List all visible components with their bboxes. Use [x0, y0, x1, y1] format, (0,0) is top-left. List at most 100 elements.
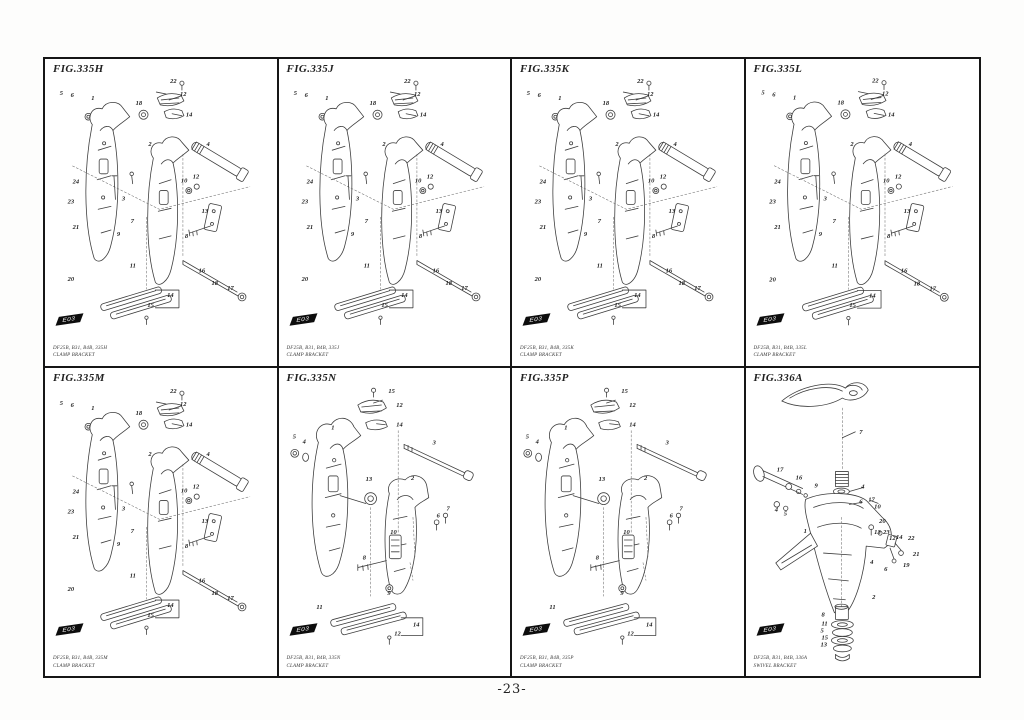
- svg-text:15: 15: [614, 302, 621, 309]
- svg-text:4: 4: [301, 438, 306, 445]
- catalog-grid-frame: FIG.335H: [43, 57, 981, 678]
- svg-text:11: 11: [831, 263, 837, 270]
- svg-text:21: 21: [773, 224, 781, 231]
- svg-text:20: 20: [67, 586, 75, 593]
- caption-models: DF25B, B31, B4B, 336A: [753, 656, 808, 661]
- figure-title: FIG.335N: [286, 371, 337, 384]
- svg-text:14: 14: [419, 112, 426, 119]
- figure-panel-335j: FIG.335J: [278, 59, 512, 368]
- stamp-label: E03: [296, 625, 310, 634]
- caption-models: DF25B, B31, B4B, 335J: [286, 345, 340, 351]
- svg-text:12: 12: [629, 401, 636, 408]
- svg-text:4: 4: [535, 438, 540, 445]
- svg-text:4: 4: [869, 558, 874, 565]
- caption-title: CLAMP BRACKET: [286, 663, 329, 669]
- svg-text:9: 9: [814, 482, 818, 489]
- svg-text:21: 21: [539, 224, 547, 231]
- svg-text:2: 2: [614, 141, 619, 148]
- stamp-label: E03: [529, 625, 544, 634]
- svg-text:24: 24: [72, 179, 80, 186]
- svg-text:1: 1: [91, 95, 94, 102]
- svg-text:21: 21: [911, 551, 919, 558]
- svg-text:24: 24: [305, 179, 313, 186]
- svg-text:3: 3: [431, 439, 436, 446]
- figure-panel-335p: FIG.335P: [512, 367, 746, 677]
- svg-text:12: 12: [180, 401, 187, 408]
- svg-text:12: 12: [193, 483, 200, 490]
- svg-text:4: 4: [860, 483, 865, 490]
- svg-text:16: 16: [199, 267, 206, 274]
- svg-text:8: 8: [596, 554, 600, 561]
- svg-text:1: 1: [331, 424, 334, 431]
- svg-text:10: 10: [874, 503, 881, 510]
- svg-text:14: 14: [653, 112, 660, 119]
- svg-text:3: 3: [354, 195, 359, 202]
- svg-text:18: 18: [678, 280, 685, 287]
- svg-text:1: 1: [793, 95, 796, 102]
- svg-text:12: 12: [889, 535, 896, 542]
- svg-text:1: 1: [803, 528, 806, 535]
- svg-text:7: 7: [598, 218, 602, 225]
- svg-text:1: 1: [558, 95, 561, 102]
- svg-text:20: 20: [67, 276, 75, 283]
- svg-text:19: 19: [902, 561, 909, 568]
- figure-caption: DF25B, B31, B4B, 335L CLAMP BRACKET: [754, 345, 807, 360]
- svg-text:14: 14: [887, 111, 894, 118]
- svg-text:20: 20: [534, 276, 542, 283]
- svg-text:17: 17: [694, 285, 701, 292]
- svg-text:13: 13: [599, 475, 606, 482]
- svg-text:11: 11: [130, 572, 136, 579]
- caption-title: CLAMP BRACKET: [520, 663, 562, 669]
- svg-text:23: 23: [300, 198, 308, 205]
- svg-text:12: 12: [180, 91, 187, 98]
- svg-text:14: 14: [634, 292, 641, 299]
- svg-text:4: 4: [206, 141, 211, 148]
- figure-title: FIG.335H: [53, 63, 104, 75]
- svg-text:18: 18: [913, 280, 920, 287]
- svg-text:7: 7: [131, 528, 135, 535]
- figure-panel-335l: FIG.335L: [745, 59, 979, 368]
- svg-text:23: 23: [67, 508, 75, 515]
- svg-text:18: 18: [837, 99, 844, 106]
- figure-caption: DF25B, B31, B4B, 336A SWIVEL BRACKET: [754, 655, 808, 670]
- svg-text:13: 13: [202, 518, 209, 525]
- svg-text:12: 12: [894, 174, 901, 181]
- svg-text:7: 7: [859, 428, 863, 435]
- caption-models: DF25B, B31, B4B, 335N: [286, 656, 341, 661]
- svg-text:14: 14: [396, 421, 403, 428]
- svg-text:3: 3: [121, 195, 126, 202]
- svg-text:15: 15: [849, 302, 856, 309]
- svg-text:1: 1: [564, 424, 567, 431]
- svg-text:10: 10: [883, 178, 890, 185]
- caption-models: DF25B, B31, B4B, 335L: [753, 345, 807, 351]
- figure-caption: DF25B, B31, B4B, 335J CLAMP BRACKET: [287, 345, 340, 360]
- figure-caption: DF25B, B31, B4B, 335N CLAMP BRACKET: [287, 655, 341, 670]
- figure-panel-335n: FIG.335N: [278, 367, 512, 676]
- svg-text:16: 16: [666, 267, 673, 274]
- stamp-label: E03: [62, 315, 77, 323]
- svg-text:15: 15: [147, 611, 154, 618]
- svg-text:2: 2: [643, 474, 648, 481]
- svg-text:18: 18: [369, 100, 376, 107]
- svg-text:3: 3: [822, 195, 827, 202]
- svg-text:13: 13: [365, 475, 372, 482]
- stamp-label: E03: [62, 625, 77, 634]
- svg-text:11: 11: [597, 262, 603, 269]
- svg-text:18: 18: [211, 590, 218, 597]
- svg-text:22: 22: [871, 78, 879, 85]
- svg-text:2: 2: [147, 451, 152, 458]
- svg-text:22: 22: [169, 388, 177, 395]
- svg-text:5: 5: [820, 627, 824, 634]
- svg-text:9: 9: [818, 231, 822, 238]
- svg-text:6: 6: [670, 512, 674, 519]
- caption-title: CLAMP BRACKET: [53, 663, 95, 669]
- caption-title: CLAMP BRACKET: [53, 353, 95, 358]
- svg-text:14: 14: [167, 601, 174, 608]
- svg-text:9: 9: [584, 231, 588, 238]
- svg-text:16: 16: [795, 474, 802, 481]
- svg-text:6: 6: [538, 92, 542, 99]
- figure-panel-335m: FIG.335M: [45, 367, 279, 677]
- svg-text:17: 17: [929, 285, 936, 292]
